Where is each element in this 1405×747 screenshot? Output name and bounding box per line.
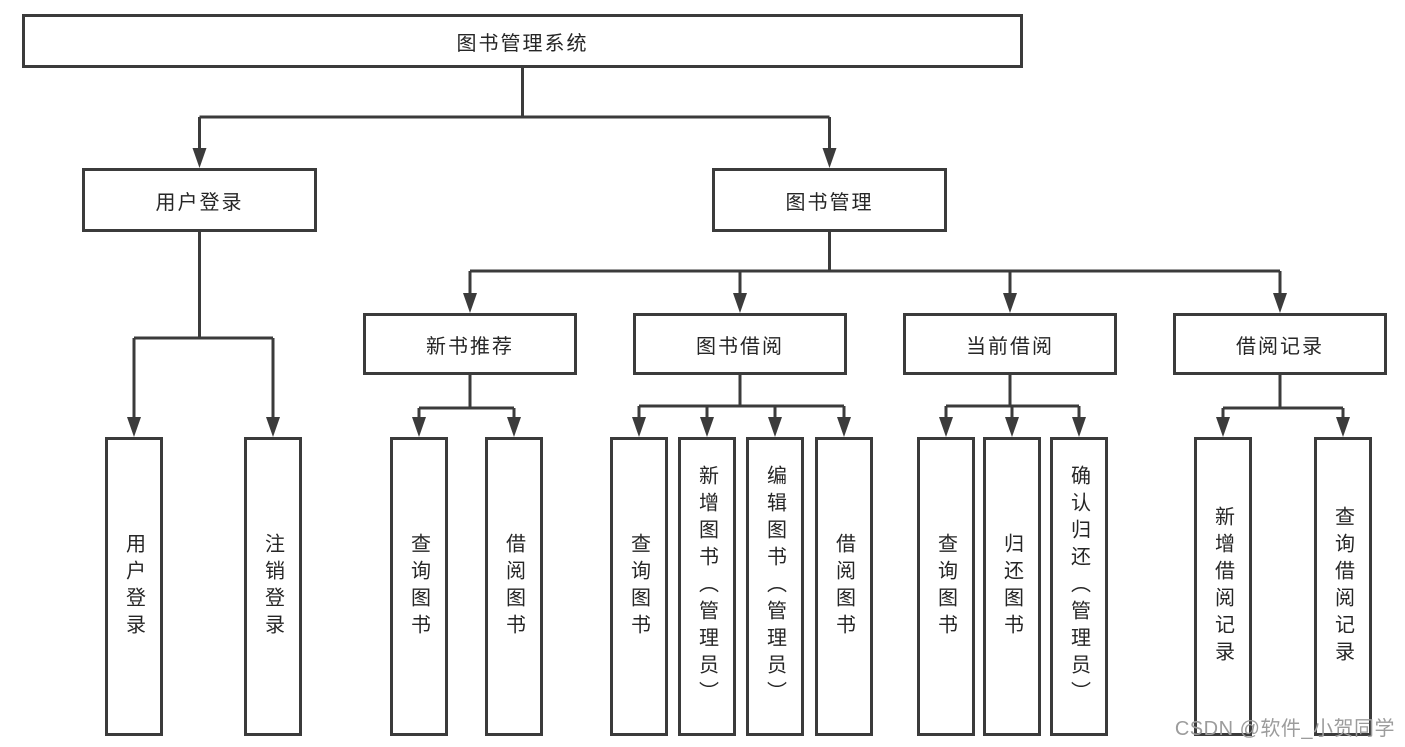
arrowheads bbox=[127, 148, 1350, 437]
node-book-management: 图书管理 bbox=[712, 168, 947, 232]
arrowhead bbox=[127, 417, 141, 437]
leaf-return-book: 归还图书 bbox=[983, 437, 1041, 736]
arrowhead bbox=[632, 417, 646, 437]
node-label: 注销登录 bbox=[261, 532, 284, 641]
node-label: 新增借阅记录 bbox=[1211, 505, 1234, 668]
node-user-login: 用户登录 bbox=[82, 168, 317, 232]
node-label: 借阅记录 bbox=[1236, 335, 1324, 358]
leaf-query-books-current: 查询图书 bbox=[917, 437, 975, 736]
arrowhead bbox=[733, 293, 747, 313]
node-label: 图书管理 bbox=[785, 191, 874, 214]
node-label: 查询图书 bbox=[407, 532, 430, 641]
node-label: 借阅图书 bbox=[502, 532, 525, 641]
arrowhead bbox=[192, 148, 207, 168]
node-borrow-records: 借阅记录 bbox=[1173, 313, 1387, 375]
arrowhead bbox=[939, 417, 953, 437]
node-library-management-system: 图书管理系统 bbox=[22, 14, 1023, 68]
node-label: 归还图书 bbox=[1000, 532, 1023, 641]
leaf-query-borrow-record: 查询借阅记录 bbox=[1314, 437, 1372, 736]
leaf-edit-book-admin: 编辑图书（管理员） bbox=[746, 437, 804, 736]
leaf-borrow-books: 借阅图书 bbox=[815, 437, 873, 736]
node-label: 查询图书 bbox=[627, 532, 650, 641]
node-label: 新增图书（管理员） bbox=[695, 465, 718, 708]
node-label: 查询借阅记录 bbox=[1331, 505, 1354, 668]
arrowhead bbox=[1003, 293, 1017, 313]
arrowhead bbox=[1216, 417, 1230, 437]
leaf-confirm-return-admin: 确认归还（管理员） bbox=[1050, 437, 1108, 736]
arrowhead bbox=[463, 293, 477, 313]
arrowhead bbox=[768, 417, 782, 437]
leaf-user-login: 用户登录 bbox=[105, 437, 163, 736]
node-book-borrow: 图书借阅 bbox=[633, 313, 847, 375]
node-label: 用户登录 bbox=[122, 532, 145, 641]
arrowhead bbox=[822, 148, 837, 168]
node-label: 借阅图书 bbox=[832, 532, 855, 641]
node-label: 图书管理系统 bbox=[456, 32, 589, 55]
leaf-query-books-borrow: 查询图书 bbox=[610, 437, 668, 736]
node-label: 查询图书 bbox=[934, 532, 957, 641]
node-label: 新书推荐 bbox=[426, 335, 514, 358]
connector-segments bbox=[132, 68, 1345, 421]
node-label: 用户登录 bbox=[155, 191, 244, 214]
leaf-query-books-recommend: 查询图书 bbox=[390, 437, 448, 736]
arrowhead bbox=[1005, 417, 1019, 437]
node-label: 确认归还（管理员） bbox=[1067, 465, 1090, 708]
arrowhead bbox=[507, 417, 521, 437]
node-label: 编辑图书（管理员） bbox=[763, 465, 786, 708]
node-label: 当前借阅 bbox=[966, 335, 1054, 358]
leaf-add-book-admin: 新增图书（管理员） bbox=[678, 437, 736, 736]
arrowhead bbox=[1072, 417, 1086, 437]
arrowhead bbox=[700, 417, 714, 437]
arrowhead bbox=[1336, 417, 1350, 437]
arrowhead bbox=[266, 417, 280, 437]
node-current-borrow: 当前借阅 bbox=[903, 313, 1117, 375]
leaf-borrow-books-recommend: 借阅图书 bbox=[485, 437, 543, 736]
leaf-add-borrow-record: 新增借阅记录 bbox=[1194, 437, 1252, 736]
node-new-book-recommend: 新书推荐 bbox=[363, 313, 577, 375]
arrowhead bbox=[837, 417, 851, 437]
csdn-watermark: CSDN @软件_小贺同学 bbox=[1174, 718, 1395, 740]
leaf-logout: 注销登录 bbox=[244, 437, 302, 736]
node-label: 图书借阅 bbox=[696, 335, 784, 358]
arrowhead bbox=[1273, 293, 1287, 313]
arrowhead bbox=[412, 417, 426, 437]
